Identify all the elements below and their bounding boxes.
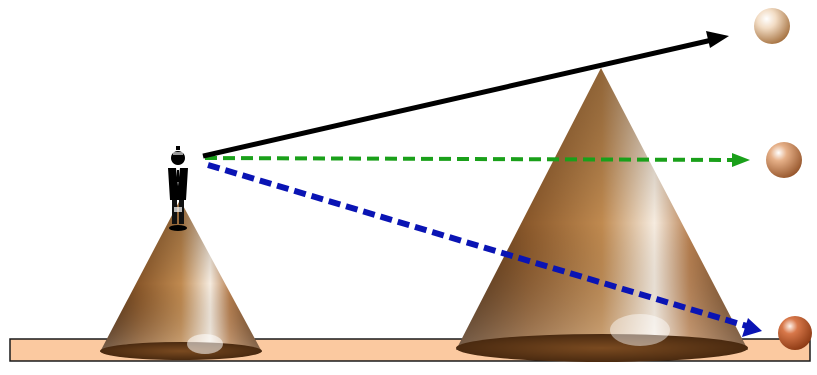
level-sight-line [204, 153, 750, 167]
small-cone [100, 200, 262, 360]
top-sphere [754, 8, 790, 44]
person-silhouette-icon [168, 146, 188, 231]
middle-sphere [766, 142, 802, 178]
lower-sight-line [207, 162, 762, 337]
large-cone [456, 68, 748, 362]
upper-sight-line [202, 31, 729, 159]
bottom-sphere [778, 316, 812, 350]
